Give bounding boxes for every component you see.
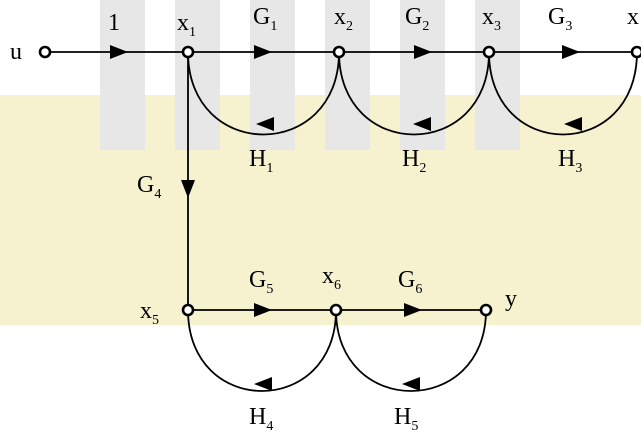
label-g6-main: G bbox=[398, 267, 415, 293]
label-x2: x2 bbox=[334, 4, 353, 34]
label-h3-sub: 3 bbox=[575, 161, 582, 176]
label-x1: x1 bbox=[177, 10, 196, 40]
arrow-x6-y bbox=[404, 303, 422, 317]
arrow-h5 bbox=[402, 377, 420, 391]
label-x6-main: x bbox=[322, 263, 334, 289]
label-g3-sub: 3 bbox=[565, 19, 572, 34]
label-x4: x bbox=[627, 4, 639, 30]
arrow-u-x1 bbox=[110, 45, 128, 59]
label-x6-sub: 6 bbox=[334, 278, 341, 293]
label-g4-main: G bbox=[137, 172, 154, 198]
label-g4-sub: 4 bbox=[154, 187, 161, 202]
label-h2-main: H bbox=[402, 146, 419, 172]
label-h5-sub: 5 bbox=[411, 419, 418, 434]
node-x3 bbox=[482, 45, 496, 59]
node-x5 bbox=[181, 303, 195, 317]
arrow-h2 bbox=[413, 117, 431, 131]
label-x4-main: x bbox=[627, 4, 639, 30]
background bbox=[0, 0, 641, 325]
label-x2-sub: 2 bbox=[346, 19, 353, 34]
loop-h2 bbox=[338, 51, 490, 136]
watermark-block bbox=[100, 0, 145, 150]
label-h2-sub: 2 bbox=[419, 161, 426, 176]
label-x3: x3 bbox=[482, 4, 501, 34]
watermark-block bbox=[475, 0, 520, 150]
arrow-x1-x5 bbox=[181, 180, 195, 198]
label-h1-sub: 1 bbox=[266, 161, 273, 176]
node-x1 bbox=[181, 45, 195, 59]
label-g3-main: G bbox=[548, 4, 565, 30]
label-x1-sub: 1 bbox=[189, 25, 196, 40]
label-x5: x5 bbox=[140, 298, 159, 328]
label-g3: G3 bbox=[548, 4, 572, 34]
arrow-x1-x2 bbox=[254, 45, 272, 59]
loop-h1 bbox=[187, 51, 340, 136]
background-band bbox=[0, 95, 641, 325]
arrow-h3 bbox=[564, 117, 582, 131]
label-h3-main: H bbox=[558, 146, 575, 172]
label-h1: H1 bbox=[249, 146, 273, 176]
label-g1-main: G bbox=[253, 4, 270, 30]
watermark-block bbox=[175, 0, 220, 150]
arrow-x2-x3 bbox=[414, 45, 432, 59]
label-x5-sub: 5 bbox=[152, 313, 159, 328]
node-x2 bbox=[332, 45, 346, 59]
label-h4-main: H bbox=[249, 404, 266, 430]
label-h1-main: H bbox=[249, 146, 266, 172]
label-x6: x6 bbox=[322, 263, 341, 293]
node-u bbox=[38, 45, 52, 59]
label-h4: H4 bbox=[249, 404, 273, 434]
label-g5-sub: 5 bbox=[266, 282, 273, 297]
label-h5-main: H bbox=[394, 404, 411, 430]
label-h2: H2 bbox=[402, 146, 426, 176]
label-x1-main: x bbox=[177, 10, 189, 36]
node-labels: u x1 x2 x3 x x5 x6 y bbox=[10, 4, 639, 328]
label-h3: H3 bbox=[558, 146, 582, 176]
label-h5: H5 bbox=[394, 404, 418, 434]
branch-labels: 1 G1 G2 G3 G4 G5 G6 H1 H2 H3 H4 H5 bbox=[108, 4, 582, 434]
watermark-block bbox=[325, 0, 370, 150]
arrow-h1 bbox=[256, 117, 274, 131]
label-g2-sub: 2 bbox=[422, 19, 429, 34]
loop-h3 bbox=[488, 51, 638, 136]
label-x5-main: x bbox=[140, 298, 152, 324]
node-y bbox=[479, 303, 493, 317]
label-g5-main: G bbox=[249, 267, 266, 293]
loop-h5 bbox=[335, 309, 487, 392]
label-g6: G6 bbox=[398, 267, 422, 297]
label-h4-sub: 4 bbox=[266, 419, 273, 434]
node-x4 bbox=[630, 45, 641, 59]
label-x3-sub: 3 bbox=[494, 19, 501, 34]
label-y: y bbox=[505, 286, 517, 312]
label-g1-sub: 1 bbox=[270, 19, 277, 34]
forward-branches bbox=[45, 45, 637, 317]
feedback-branches bbox=[187, 51, 638, 392]
label-g2: G2 bbox=[405, 4, 429, 34]
label-g1: G1 bbox=[253, 4, 277, 34]
label-g2-main: G bbox=[405, 4, 422, 30]
label-g6-sub: 6 bbox=[415, 282, 422, 297]
arrow-x5-x6 bbox=[254, 303, 272, 317]
arrow-x3-x4 bbox=[562, 45, 580, 59]
label-g4: G4 bbox=[137, 172, 161, 202]
label-input-gain: 1 bbox=[108, 10, 120, 36]
arrow-h4 bbox=[254, 377, 272, 391]
label-u: u bbox=[10, 39, 22, 65]
label-x2-main: x bbox=[334, 4, 346, 30]
label-g5: G5 bbox=[249, 267, 273, 297]
loop-h4 bbox=[187, 309, 337, 392]
label-x3-main: x bbox=[482, 4, 494, 30]
nodes bbox=[38, 45, 641, 317]
node-x6 bbox=[329, 303, 343, 317]
